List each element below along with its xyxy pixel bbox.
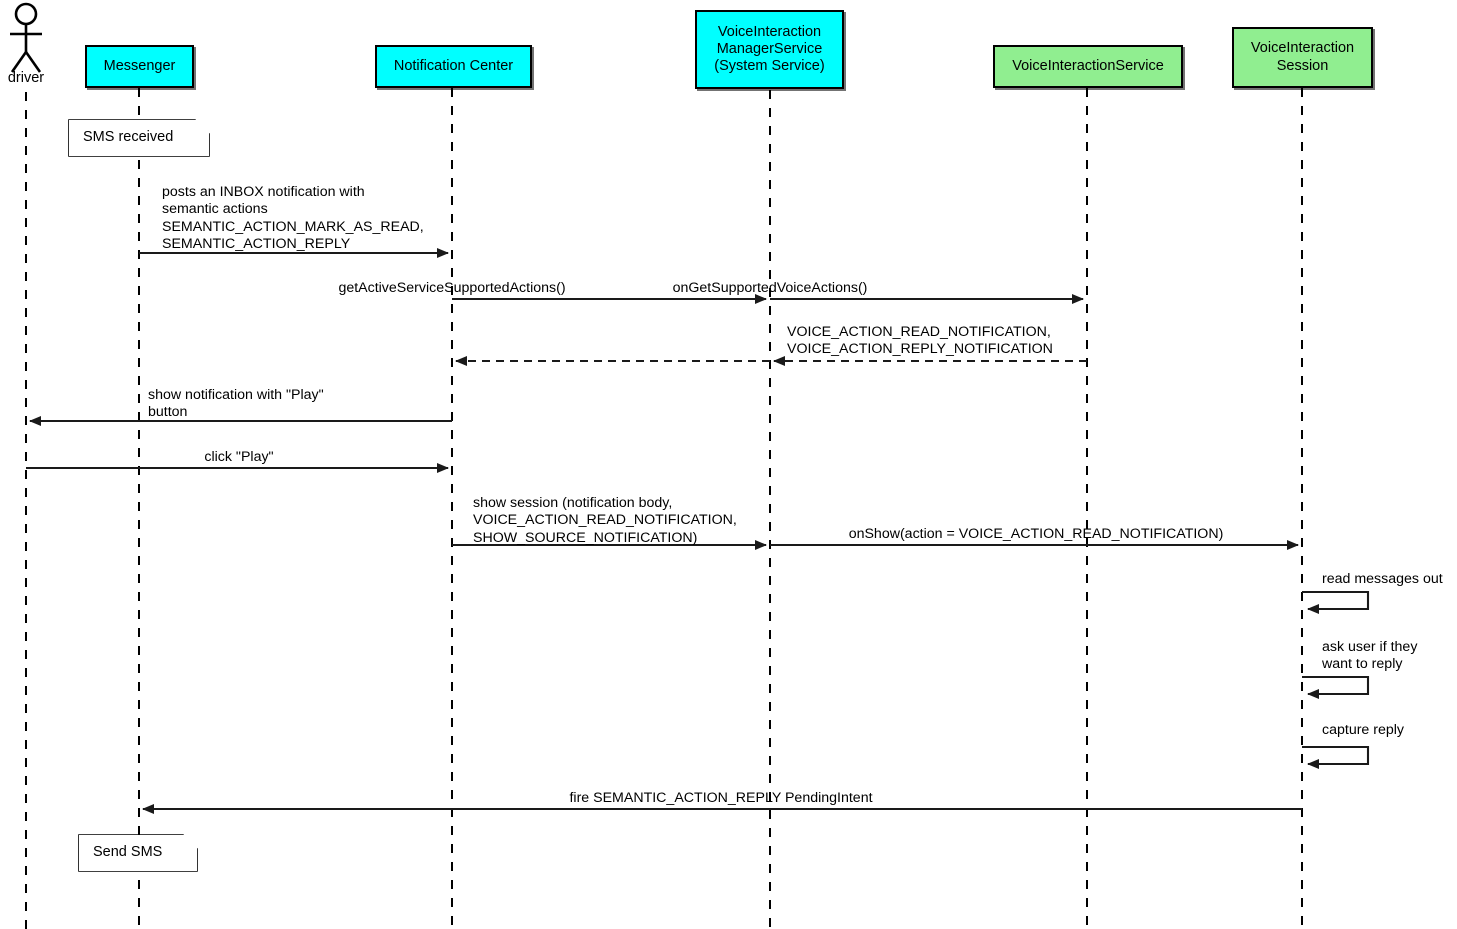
self-loop-capture-reply: [1302, 745, 1370, 769]
message-label-fire-semantic-action-reply: fire SEMANTIC_ACTION_REPLY PendingIntent: [569, 790, 873, 806]
driver-actor-icon: [10, 2, 42, 73]
participant-notification-center[interactable]: Notification Center: [375, 45, 532, 88]
participant-voice-interaction-service[interactable]: VoiceInteractionService: [993, 45, 1183, 88]
self-message-label-read-messages-out: read messages out: [1322, 571, 1443, 587]
message-label-return-voice-actions: VOICE_ACTION_READ_NOTIFICATION, VOICE_AC…: [787, 324, 1053, 358]
self-loop-ask-user-if-they-want-to-reply: [1302, 675, 1370, 699]
self-loop-read-messages-out: [1302, 590, 1370, 614]
lifelines: [25, 88, 1303, 929]
participant-voice-interaction-manager-service[interactable]: VoiceInteraction ManagerService (System …: [695, 10, 844, 89]
message-label-on-show: onShow(action = VOICE_ACTION_READ_NOTIFI…: [848, 526, 1224, 542]
message-label-show-notification-play-button: show notification with "Play" button: [148, 387, 324, 421]
message-label-post-inbox-notification: posts an INBOX notification with semanti…: [162, 184, 424, 252]
message-label-click-play: click "Play": [204, 449, 274, 465]
message-label-get-active-service-supported-actions: getActiveServiceSupportedActions(): [338, 280, 566, 296]
participant-voice-interaction-service-label: VoiceInteractionService: [1012, 57, 1164, 74]
note-sms-received: SMS received: [69, 120, 209, 156]
participant-notification-center-label: Notification Center: [393, 57, 514, 74]
note-sms-received-text: SMS received: [83, 129, 174, 146]
self-message-loops: [1302, 590, 1370, 769]
participant-messenger[interactable]: Messenger: [85, 45, 194, 88]
participant-messenger-label: Messenger: [103, 57, 176, 74]
message-label-show-session: show session (notification body, VOICE_A…: [473, 495, 737, 546]
participant-voice-interaction-session-label: VoiceInteraction Session: [1250, 40, 1355, 74]
note-send-sms-text: Send SMS: [93, 844, 163, 861]
self-message-label-ask-user-if-they-want-to-reply: ask user if they want to reply: [1322, 639, 1418, 673]
driver-actor-label: driver: [7, 70, 45, 86]
message-label-on-get-supported-voice-actions: onGetSupportedVoiceActions(): [672, 280, 868, 296]
message-arrows: [26, 248, 1302, 814]
participant-voice-interaction-session[interactable]: VoiceInteraction Session: [1232, 27, 1373, 88]
note-send-sms: Send SMS: [79, 835, 197, 871]
self-message-label-capture-reply: capture reply: [1322, 722, 1405, 738]
participant-voice-interaction-manager-service-label: VoiceInteraction ManagerService (System …: [714, 23, 825, 75]
